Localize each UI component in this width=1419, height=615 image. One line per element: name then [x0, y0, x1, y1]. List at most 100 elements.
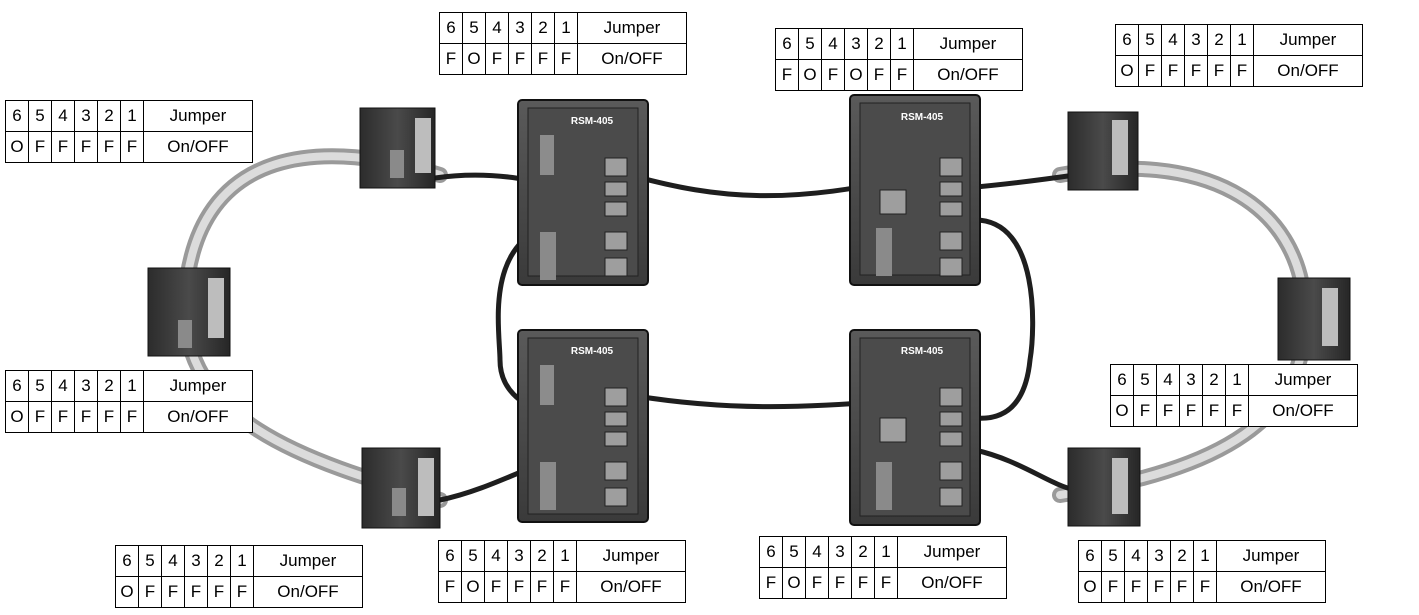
jumper-state: F [805, 567, 829, 599]
converter-middle-right [1277, 277, 1351, 361]
jumper-state: F [851, 567, 875, 599]
pin-label: 2 [530, 540, 554, 572]
pin-label: 3 [507, 540, 531, 572]
pin-label: 6 [1115, 24, 1139, 56]
pin-label: 2 [207, 545, 231, 577]
converter-upper-left [359, 107, 436, 189]
pin-row: 6 5 4 3 2 1 Jumper [1110, 364, 1358, 396]
pin-label: 4 [1156, 364, 1180, 396]
jumper-state: O [844, 59, 868, 91]
jumper-state: F [1156, 395, 1180, 427]
pin-label: 4 [805, 536, 829, 568]
state-label: On/OFF [253, 576, 363, 608]
jumper-header: Jumper [253, 545, 363, 577]
jumper-table-top-center-right: 6 5 4 3 2 1 Jumper F O F O F F On/OFF [775, 28, 1023, 91]
jumper-state: F [553, 571, 577, 603]
jumper-state: F [97, 131, 121, 163]
pin-label: 3 [1179, 364, 1203, 396]
jumper-state: F [1230, 55, 1254, 87]
jumper-state: F [874, 567, 898, 599]
jumper-header: Jumper [913, 28, 1023, 60]
state-label: On/OFF [143, 131, 253, 163]
pin-label: 1 [1230, 24, 1254, 56]
pin-label: 1 [874, 536, 898, 568]
converter-middle-left [147, 267, 231, 357]
pin-label: 2 [867, 28, 891, 60]
jumper-state: F [554, 43, 578, 75]
state-row: F O F F F F On/OFF [438, 571, 686, 603]
jumper-state: F [828, 567, 852, 599]
jumper-state: F [51, 131, 75, 163]
pin-label: 3 [184, 545, 208, 577]
pin-label: 6 [1110, 364, 1134, 396]
jumper-state: F [507, 571, 531, 603]
jumper-state: F [1170, 571, 1194, 603]
pin-label: 4 [821, 28, 845, 60]
pin-label: 5 [782, 536, 806, 568]
jumper-state: F [1133, 395, 1157, 427]
pin-row: 6 5 4 3 2 1 Jumper [5, 100, 253, 132]
pin-label: 2 [97, 370, 121, 402]
pin-label: 4 [1161, 24, 1185, 56]
pin-label: 5 [798, 28, 822, 60]
jumper-state: F [775, 59, 799, 91]
pin-label: 1 [890, 28, 914, 60]
switch-model-label: RSM-405 [901, 112, 944, 123]
jumper-header: Jumper [1248, 364, 1358, 396]
jumper-state: F [867, 59, 891, 91]
state-label: On/OFF [1253, 55, 1363, 87]
jumper-state: F [97, 401, 121, 433]
pin-label: 1 [120, 370, 144, 402]
jumper-state: F [890, 59, 914, 91]
jumper-state: F [1207, 55, 1231, 87]
jumper-state: F [1147, 571, 1171, 603]
pin-label: 3 [844, 28, 868, 60]
state-row: F O F F F F On/OFF [439, 43, 687, 75]
jumper-header: Jumper [143, 100, 253, 132]
jumper-state: F [28, 401, 52, 433]
pin-label: 1 [120, 100, 144, 132]
state-label: On/OFF [913, 59, 1023, 91]
pin-label: 6 [5, 100, 29, 132]
state-row: O F F F F F On/OFF [1110, 395, 1358, 427]
pin-label: 6 [1078, 540, 1102, 572]
jumper-state: F [1179, 395, 1203, 427]
jumper-state: F [1202, 395, 1226, 427]
jumper-state: F [74, 401, 98, 433]
pin-label: 3 [74, 370, 98, 402]
jumper-state: O [5, 131, 29, 163]
jumper-state: F [438, 571, 462, 603]
jumper-state: F [484, 571, 508, 603]
jumper-state: O [115, 576, 139, 608]
pin-label: 2 [97, 100, 121, 132]
jumper-state: F [530, 571, 554, 603]
pin-label: 6 [759, 536, 783, 568]
jumper-state: F [184, 576, 208, 608]
jumper-state: F [485, 43, 509, 75]
jumper-state: F [1101, 571, 1125, 603]
pin-label: 5 [1101, 540, 1125, 572]
jumper-state: O [5, 401, 29, 433]
pin-label: 2 [531, 12, 555, 44]
pin-label: 5 [461, 540, 485, 572]
pin-label: 3 [828, 536, 852, 568]
jumper-state: F [1225, 395, 1249, 427]
pin-label: 4 [51, 100, 75, 132]
fiber-ring-right [1052, 160, 1314, 503]
state-label: On/OFF [577, 43, 687, 75]
jumper-state: F [230, 576, 254, 608]
converter-top-right [1067, 111, 1139, 191]
jumper-state: F [74, 131, 98, 163]
jumper-state: O [462, 43, 486, 75]
pin-label: 4 [484, 540, 508, 572]
jumper-state: F [439, 43, 463, 75]
pin-label: 3 [74, 100, 98, 132]
pin-label: 4 [161, 545, 185, 577]
pin-label: 4 [51, 370, 75, 402]
switch-model-label: RSM-405 [901, 346, 944, 357]
pin-label: 1 [1225, 364, 1249, 396]
jumper-table-bottom-left: 6 5 4 3 2 1 Jumper O F F F F F On/OFF [115, 545, 363, 608]
pin-label: 2 [1207, 24, 1231, 56]
